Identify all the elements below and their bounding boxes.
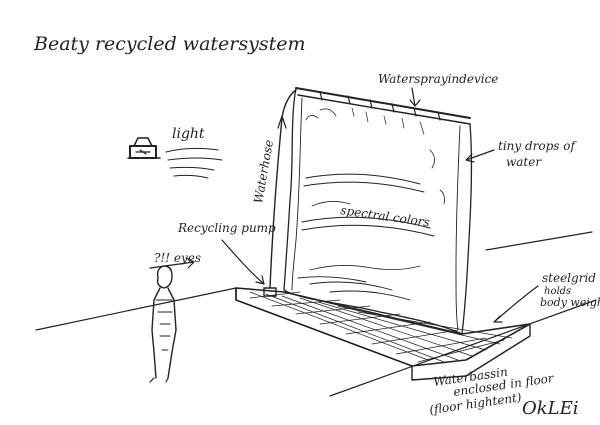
spray-bar: [295, 87, 471, 125]
tiny-drops-arrow: [465, 149, 495, 163]
recycling-pump-label: Recycling pump: [177, 221, 276, 235]
steelgrid-body-weight-label: body weight: [540, 296, 600, 309]
water-hose-label: Waterhose: [251, 139, 276, 205]
water-curtain: [283, 87, 473, 335]
light-rays: [165, 147, 223, 179]
eyes-label: ?!! eyes: [154, 251, 201, 265]
sketch-title: Beaty recycled watersystem: [33, 33, 306, 55]
spectral-bands: [301, 173, 435, 237]
recycling-pump-pointer: [221, 239, 265, 285]
light-label: light: [172, 126, 205, 142]
floor-line-right: [329, 299, 597, 397]
steel-grid-platform: [235, 276, 531, 381]
eyes-arrow: [149, 257, 195, 269]
steelgrid-holds-label: holds: [544, 286, 571, 297]
signature: OkLEi: [522, 398, 579, 419]
floor-line-back: [485, 231, 593, 251]
steelgrid-pointer: [493, 285, 539, 323]
light-fixture-icon: [127, 137, 161, 159]
floor-line-left: [35, 287, 237, 331]
tiny-drops-label-2: water: [506, 155, 542, 169]
tiny-drops-label: tiny drops of: [498, 139, 578, 153]
water-hose: [269, 89, 297, 289]
water-hose-arrow: [277, 115, 287, 129]
spray-device-arrow: [409, 87, 421, 107]
spray-device-label: Watersprayindevice: [378, 72, 498, 86]
steelgrid-label: steelgrid: [542, 271, 596, 285]
person-figure: [149, 265, 177, 383]
